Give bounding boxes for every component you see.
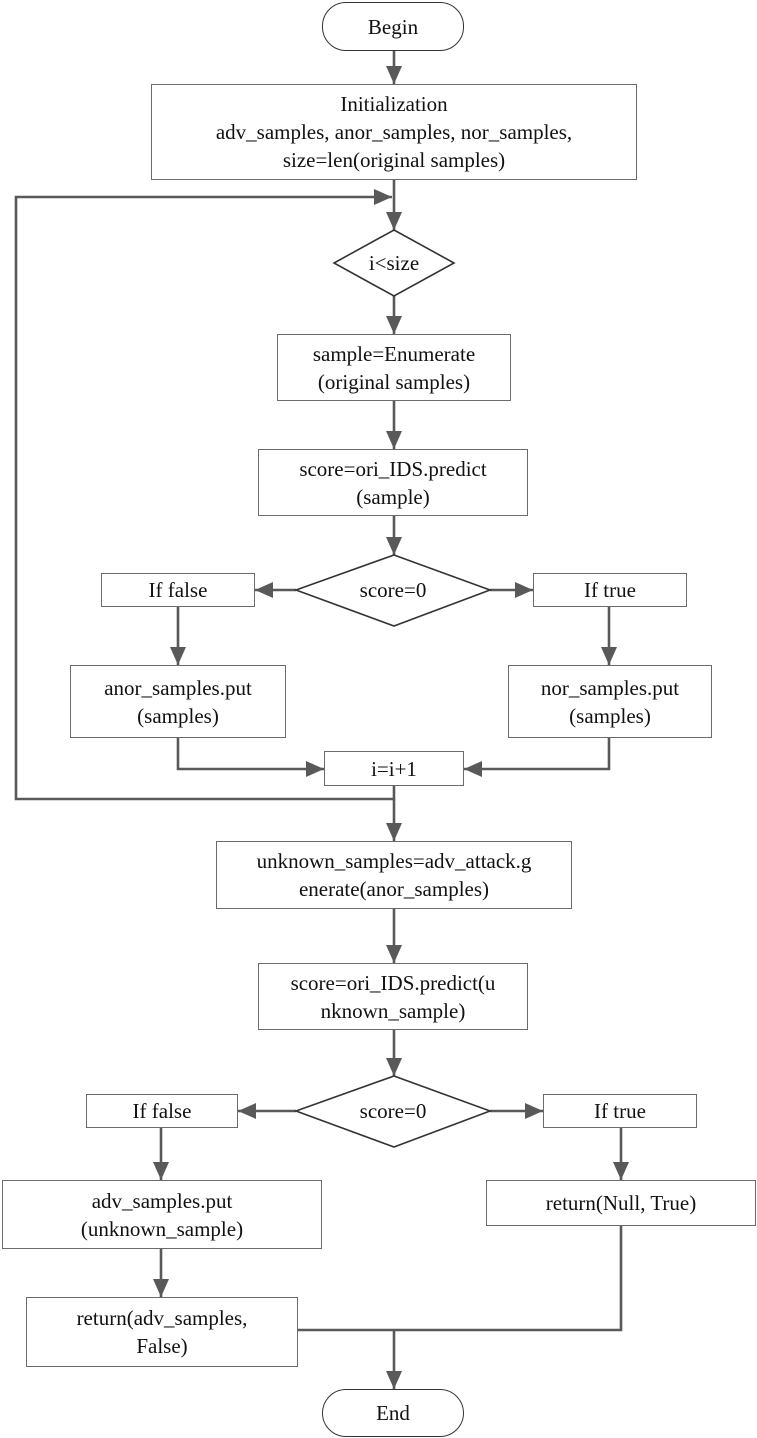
if-true-box-1: If true — [533, 573, 687, 607]
loop-condition-label: i<size — [368, 250, 420, 275]
decision-diamond-1 — [293, 554, 493, 627]
if-false-box-2: If false — [86, 1094, 238, 1128]
enumerate-box: sample=Enumerate (original samples) — [277, 334, 511, 401]
if-true-box-2: If true — [543, 1094, 697, 1128]
arrow-anorput-increment — [176, 738, 324, 777]
return-null-box: return(Null, True) — [486, 1180, 756, 1226]
decision-label-1: score=0 — [359, 578, 427, 602]
line-returnnull-merge — [394, 1226, 623, 1332]
end-label: End — [376, 1401, 410, 1425]
init-line-1: Initialization — [340, 92, 448, 116]
loop-condition-diamond — [332, 229, 456, 297]
increment-box: i=i+1 — [324, 751, 464, 786]
nor-put-box: nor_samples.put (samples) — [508, 665, 712, 738]
predict-box-1: score=ori_IDS.predict (sample) — [258, 449, 528, 516]
generate-box: unknown_samples=adv_attack.g enerate(ano… — [216, 841, 572, 909]
decision-diamond-2 — [293, 1075, 493, 1148]
adv-put-box: adv_samples.put (unknown_sample) — [2, 1180, 322, 1249]
initialization-box: Initialization adv_samples, anor_samples… — [151, 84, 637, 180]
init-line-3: size=len(original samples) — [282, 148, 506, 172]
predict-box-2: score=ori_IDS.predict(u nknown_sample) — [258, 963, 528, 1030]
return-adv-box: return(adv_samples, False) — [26, 1297, 298, 1367]
arrow-norput-increment — [464, 738, 611, 777]
end-terminal: End — [322, 1389, 464, 1437]
decision-label-2: score=0 — [359, 1099, 427, 1123]
begin-terminal: Begin — [322, 2, 464, 51]
init-line-2: adv_samples, anor_samples, nor_samples, — [215, 120, 573, 144]
begin-label: Begin — [367, 14, 419, 39]
anor-put-box: anor_samples.put (samples) — [70, 665, 286, 738]
arrow-loop-back — [14, 189, 396, 801]
if-false-box-1: If false — [101, 573, 255, 607]
